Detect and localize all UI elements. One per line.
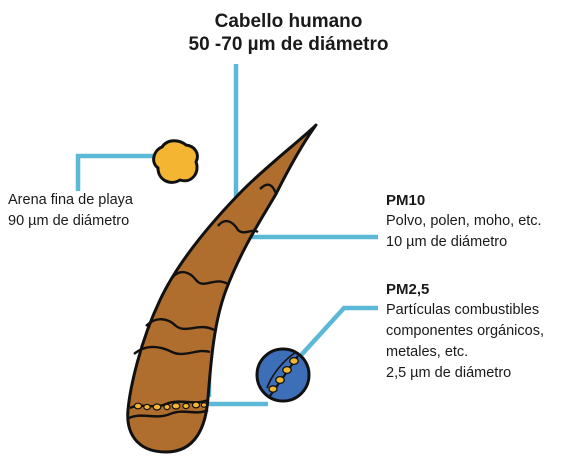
pm25-label-line2: componentes orgánicos, <box>386 323 544 339</box>
pm10-label: PM10 Polvo, polen, moho, etc. 10 µm de d… <box>386 190 542 253</box>
pm25-leader-line <box>282 305 378 376</box>
sand-leader-line <box>75 153 160 191</box>
hair-title-line1: Cabello humano <box>214 11 363 32</box>
hair-title-line2: 50 -70 µm de diámetro <box>188 34 389 55</box>
pm25-label-line3: metales, etc. <box>386 344 469 360</box>
pm10-particles <box>133 401 208 411</box>
sand-grain <box>152 139 199 184</box>
sand-label-line1: Arena fina de playa <box>8 192 133 208</box>
pm25-heading: PM2,5 <box>386 281 430 298</box>
pm25-magnified-particle <box>255 347 311 403</box>
pm25-label-line1: Partículas combustibles <box>386 302 540 318</box>
pm25-label: PM2,5 Partículas combustibles componente… <box>386 279 544 384</box>
hair-title: Cabello humano 50 -70 µm de diámetro <box>0 10 577 56</box>
sand-label: Arena fina de playa 90 µm de diámetro <box>8 190 133 232</box>
pm10-label-line1: Polvo, polen, moho, etc. <box>386 213 542 229</box>
pm25-label-line4: 2,5 µm de diámetro <box>386 365 512 381</box>
hair-strand <box>126 123 318 454</box>
pm10-heading: PM10 <box>386 192 426 209</box>
pm10-label-line2: 10 µm de diámetro <box>386 234 508 250</box>
sand-label-line2: 90 µm de diámetro <box>8 213 130 229</box>
